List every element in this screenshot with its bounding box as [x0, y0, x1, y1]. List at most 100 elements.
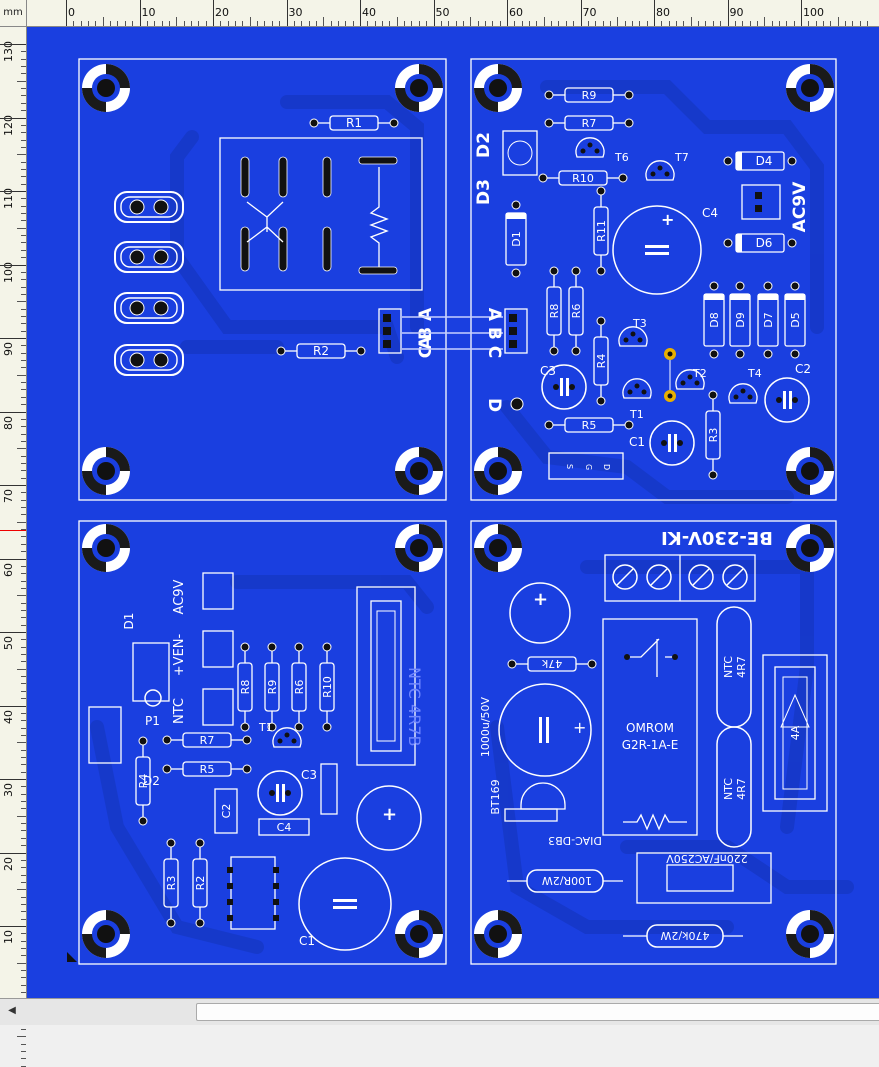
svg-text:R8: R8: [548, 304, 561, 319]
ruler-left-minor-tick: [21, 124, 26, 126]
ruler-left-minor-tick: [21, 404, 26, 406]
ruler-left-minor-tick: [21, 418, 26, 420]
ruler-left-minor-tick: [21, 382, 26, 384]
capacitor-c2: C2: [764, 362, 811, 423]
ruler-top-label: 30: [288, 6, 303, 19]
svg-text:D2: D2: [143, 774, 160, 788]
d2-label: D2: [474, 132, 494, 158]
ruler-left-minor-tick: [21, 198, 26, 200]
ruler-left-minor-tick: [21, 536, 26, 538]
ruler-top-minor-tick: [661, 21, 663, 26]
ruler-top-minor-tick: [183, 21, 185, 26]
ac9v-label: AC9V: [790, 181, 810, 232]
ruler-top-minor-tick: [852, 21, 854, 26]
ruler-top-minor-tick: [337, 21, 339, 26]
svg-text:R5: R5: [200, 763, 215, 776]
ruler-left-minor-tick: [21, 837, 26, 839]
ruler-top-minor-tick: [440, 21, 442, 26]
ruler-top-label: 60: [509, 6, 523, 19]
bl-resistor-r6: R6: [291, 642, 307, 732]
ruler-top-minor-tick: [404, 21, 406, 26]
ruler-left-minor-tick: [21, 984, 26, 986]
br-resistor-470k: 470k/2W: [623, 924, 743, 948]
ruler-top-minor-tick: [845, 21, 847, 26]
ruler-left-minor-tick: [21, 881, 26, 883]
ruler-left-minor-tick: [17, 448, 26, 450]
scrollbar-thumb[interactable]: [196, 1003, 879, 1021]
bl-resistor-r2: R2: [192, 838, 208, 928]
ruler-top-minor-tick: [80, 21, 82, 26]
diode-d6: D6: [723, 233, 797, 253]
svg-text:C4: C4: [702, 206, 718, 220]
ruler-left-minor-tick: [21, 168, 26, 170]
ruler-top-minor-tick: [734, 21, 736, 26]
svg-text:+: +: [573, 718, 586, 737]
svg-text:4R7: 4R7: [735, 778, 748, 800]
resistor-r1: R1: [309, 115, 399, 131]
resistor-r8: R8: [546, 266, 562, 356]
transistor-t2: T2: [675, 367, 707, 390]
vertical-ruler[interactable]: 1301201101009080706050403020100: [0, 26, 27, 1067]
ruler-left-minor-tick: [21, 426, 26, 428]
ruler-top-minor-tick: [742, 21, 744, 26]
svg-text:D: D: [602, 464, 611, 470]
svg-text:+: +: [533, 589, 548, 610]
ruler-left-minor-tick: [21, 602, 26, 604]
ruler-top-tick: [139, 0, 141, 26]
ruler-left-minor-tick: [21, 352, 26, 354]
svg-text:G: G: [584, 464, 593, 470]
ruler-left-minor-tick: [21, 220, 26, 222]
ruler-top-minor-tick: [227, 21, 229, 26]
ruler-left-minor-tick: [21, 977, 26, 979]
ruler-top-minor-tick: [110, 21, 112, 26]
ruler-left-minor-tick: [21, 315, 26, 317]
horizontal-scrollbar[interactable]: ◀: [0, 998, 879, 1025]
ruler-left-tick: [0, 779, 26, 780]
svg-text:DIAC-DB3: DIAC-DB3: [548, 834, 602, 847]
ruler-top-minor-tick: [529, 21, 531, 26]
svg-text:NTC: NTC: [172, 698, 187, 724]
ruler-left-minor-tick: [21, 345, 26, 347]
ruler-left-minor-tick: [21, 102, 26, 104]
ruler-top-minor-tick: [396, 17, 398, 26]
ruler-left-tick: [0, 338, 26, 339]
ruler-top-tick: [286, 0, 288, 26]
ruler-top-tick: [801, 0, 802, 26]
ruler-left-minor-tick: [17, 595, 26, 597]
resistor-r6: R6: [568, 266, 584, 356]
resistor-r5: R5: [544, 417, 634, 433]
ruler-top-minor-tick: [705, 21, 707, 26]
ruler-left-tick: [0, 44, 26, 45]
svg-text:T6: T6: [614, 151, 629, 164]
ruler-left-minor-tick: [17, 301, 26, 303]
ruler-top-minor-tick: [73, 21, 75, 26]
svg-text:OMROM: OMROM: [626, 721, 674, 735]
ruler-top-minor-tick: [756, 21, 758, 26]
svg-text:470k/2W: 470k/2W: [660, 929, 709, 942]
board-top-left-outline: [78, 58, 447, 501]
ruler-left-minor-tick: [21, 896, 26, 898]
br-resistor-47k: 47k: [507, 656, 597, 672]
pcb-canvas[interactable]: R1 R2 A B C B A D2 D3 AC9V R9 R7 R10 R11…: [27, 27, 879, 998]
ruler-left-minor-tick: [21, 183, 26, 185]
diode-d5: D5: [784, 281, 806, 359]
svg-text:C1: C1: [299, 934, 315, 948]
ruler-left-minor-tick: [21, 793, 26, 795]
ruler-left-tick: [0, 926, 26, 927]
svg-text:100R/2W: 100R/2W: [542, 874, 592, 887]
svg-text:R9: R9: [266, 680, 279, 695]
bl-resistor-r3: R3: [163, 838, 179, 928]
ruler-left-minor-tick: [21, 543, 26, 545]
svg-text:R11: R11: [595, 220, 608, 242]
ruler-left-minor-tick: [21, 367, 26, 369]
resistor-r10: R10: [538, 170, 628, 186]
ruler-left-minor-tick: [21, 161, 26, 163]
scroll-left-icon[interactable]: ◀: [8, 1005, 16, 1016]
ruler-left-minor-tick: [21, 1058, 26, 1060]
svg-text:R7: R7: [200, 734, 215, 747]
bl-transistor-t1: T1: [258, 721, 302, 748]
ruler-left-minor-tick: [21, 440, 26, 442]
capacitor-c4: + C4: [612, 205, 718, 295]
ruler-top-label: 80: [656, 6, 670, 19]
